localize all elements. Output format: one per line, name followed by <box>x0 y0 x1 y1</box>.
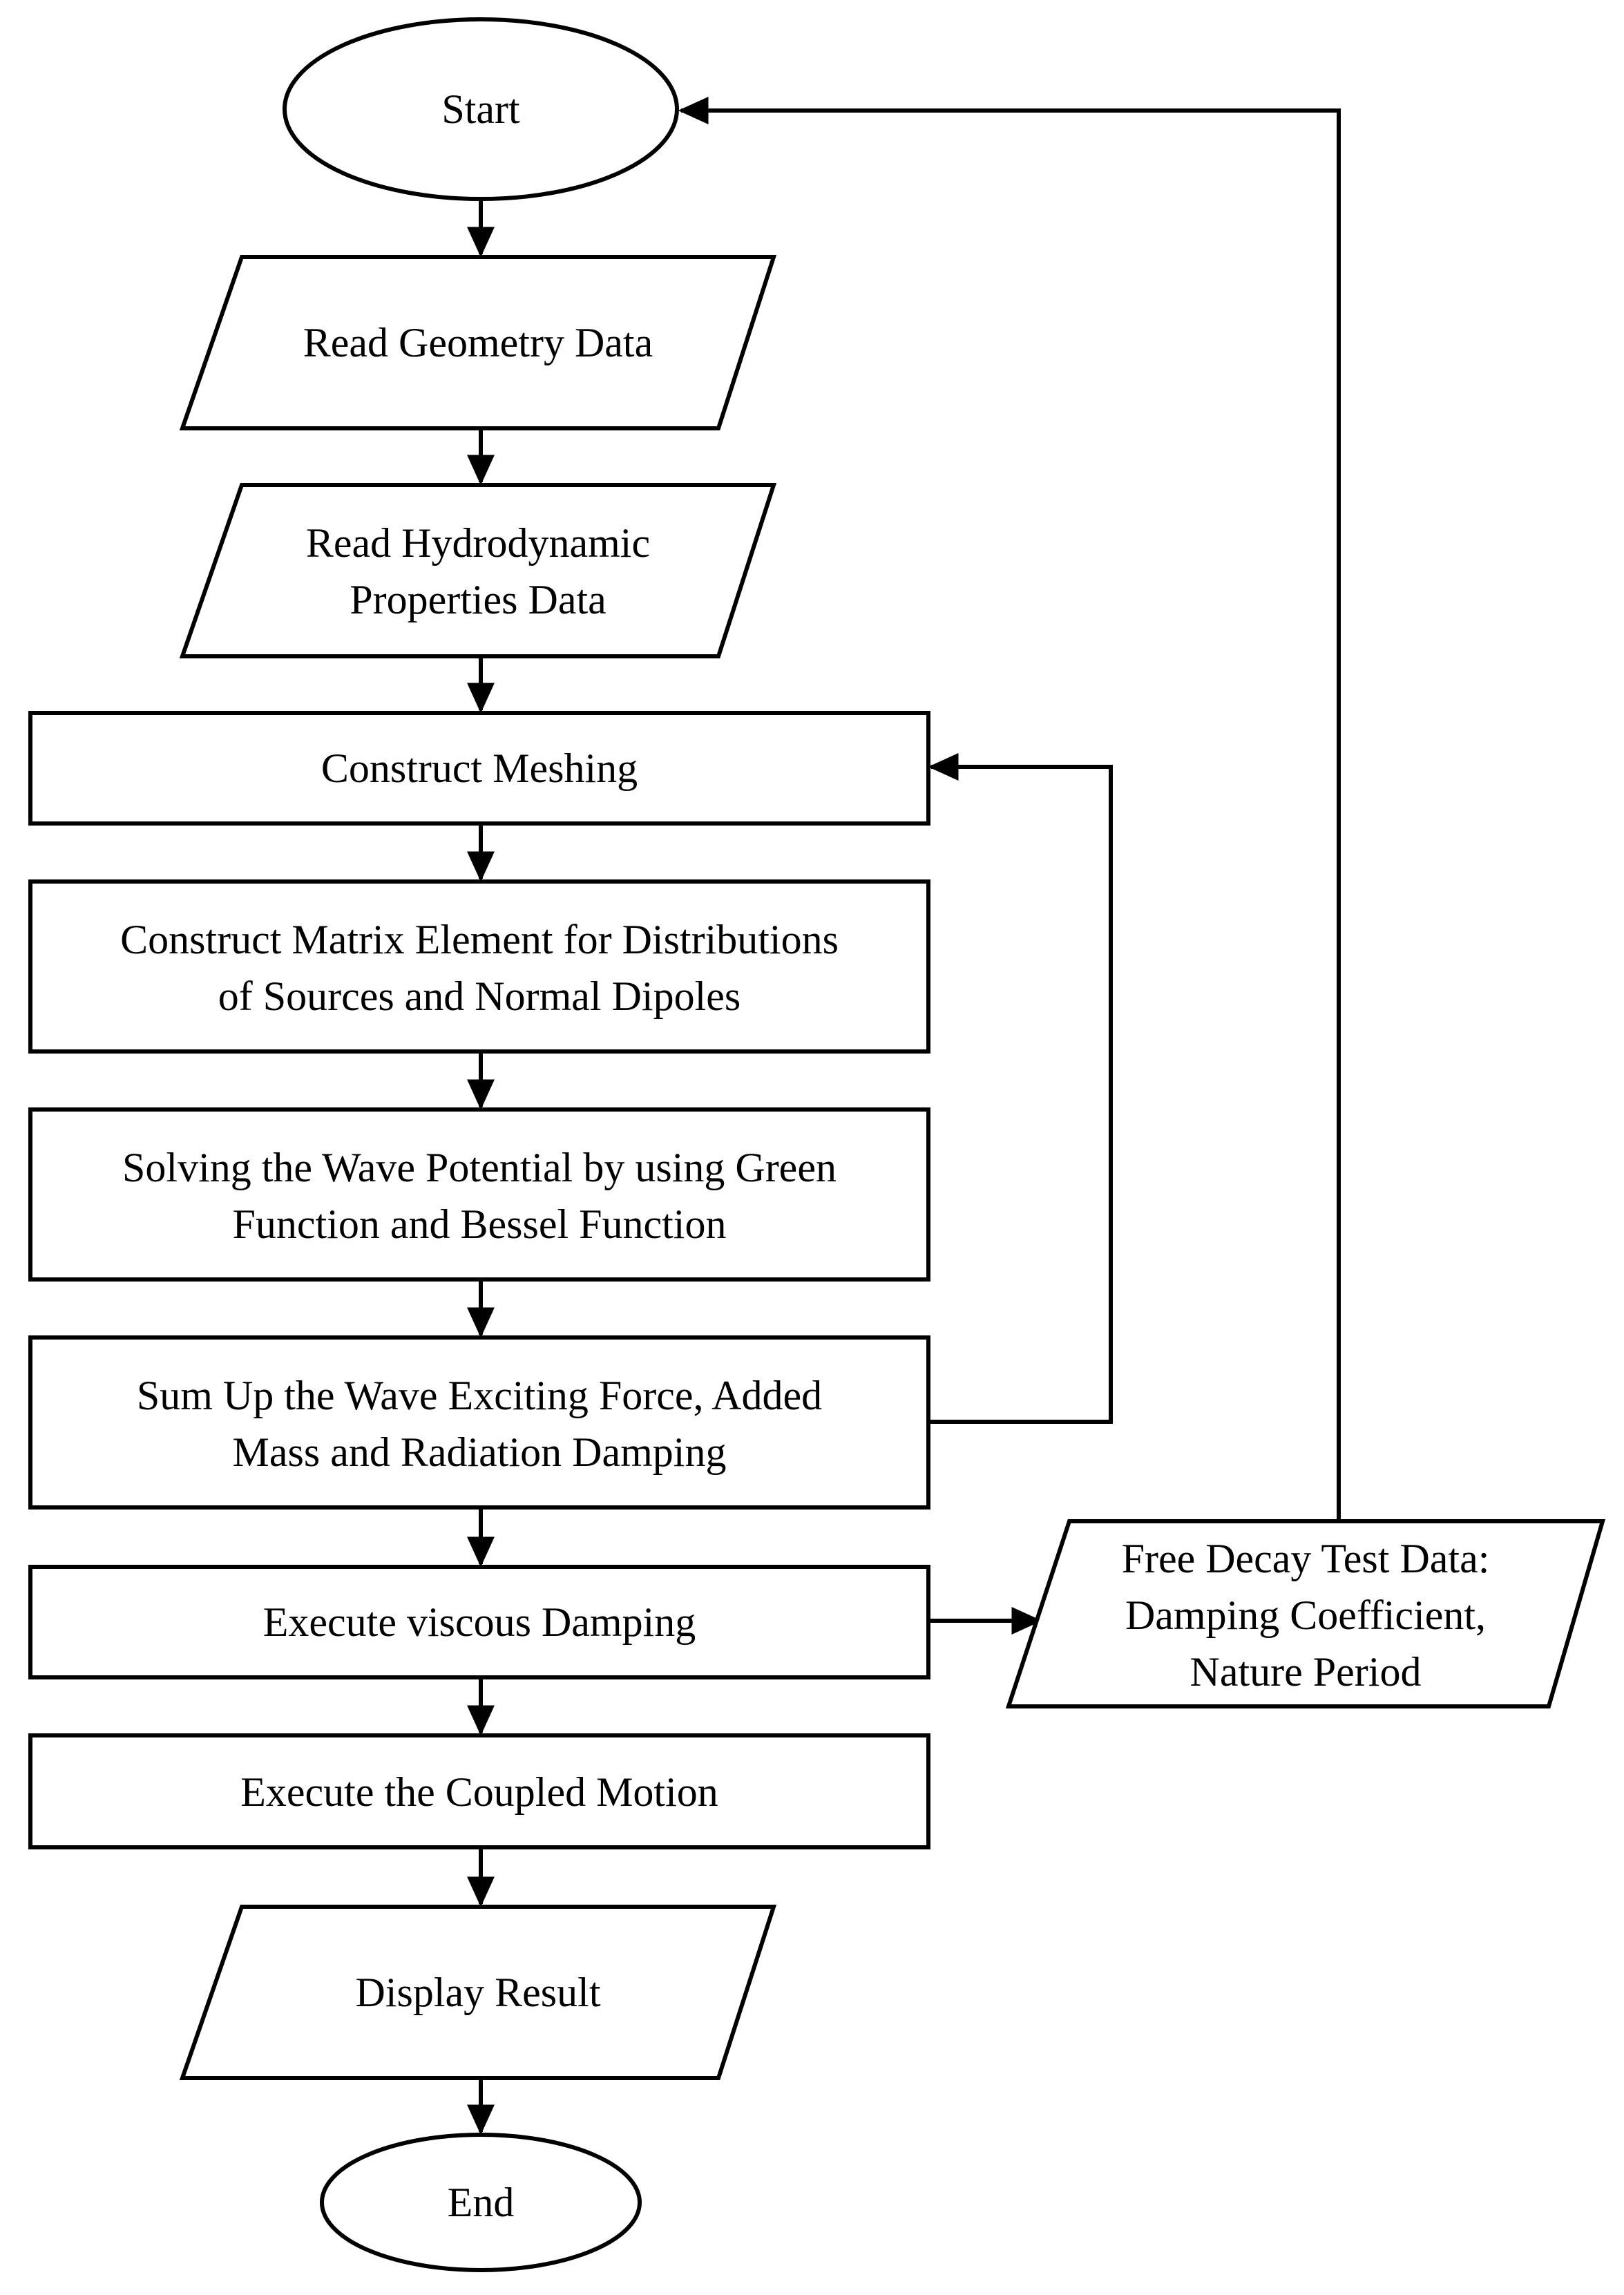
sum-up-label-line1: Sum Up the Wave Exciting Force, Added <box>137 1373 822 1418</box>
construct-matrix-label-line1: Construct Matrix Element for Distributio… <box>120 917 839 962</box>
connectors <box>467 97 1341 2135</box>
coupled-motion-node: Execute the Coupled Motion <box>28 1733 930 1849</box>
edge-free-decay-to-start <box>678 97 1341 1521</box>
display-result-node: Display Result <box>179 1905 777 2080</box>
free-decay-label-line2: Damping Coefficient, <box>1125 1592 1486 1638</box>
start-node: Start <box>283 17 679 201</box>
coupled-motion-label: Execute the Coupled Motion <box>240 1769 718 1815</box>
construct-matrix-label-line2: of Sources and Normal Dipoles <box>218 973 741 1019</box>
solve-wave-label-line2: Function and Bessel Function <box>233 1201 727 1247</box>
read-geometry-node: Read Geometry Data <box>179 255 777 430</box>
construct-meshing-node: Construct Meshing <box>28 711 930 826</box>
read-hydro-label-line2: Properties Data <box>350 577 606 622</box>
free-decay-label-line1: Free Decay Test Data: <box>1122 1536 1490 1581</box>
solve-wave-node: Solving the Wave Potential by using Gree… <box>28 1107 930 1282</box>
start-label: Start <box>441 86 520 132</box>
edge-sum-up-loop-to-construct-meshing <box>928 753 1113 1424</box>
free-decay-node: Free Decay Test Data: Damping Coefficien… <box>1005 1519 1605 1708</box>
construct-meshing-label: Construct Meshing <box>321 745 638 791</box>
sum-up-node: Sum Up the Wave Exciting Force, Added Ma… <box>28 1335 930 1510</box>
read-hydro-label-line1: Read Hydrodynamic <box>306 520 650 566</box>
sum-up-label-line2: Mass and Radiation Damping <box>233 1429 727 1475</box>
end-label: End <box>448 2180 515 2225</box>
display-result-label: Display Result <box>356 1970 601 2015</box>
construct-matrix-node: Construct Matrix Element for Distributio… <box>28 879 930 1054</box>
solve-wave-label-line1: Solving the Wave Potential by using Gree… <box>122 1145 837 1190</box>
end-node: End <box>320 2133 642 2272</box>
read-hydro-node: Read Hydrodynamic Properties Data <box>179 483 777 658</box>
read-geometry-label: Read Geometry Data <box>303 320 653 365</box>
free-decay-label-line3: Nature Period <box>1190 1649 1422 1695</box>
viscous-damping-label: Execute viscous Damping <box>263 1599 696 1645</box>
viscous-damping-node: Execute viscous Damping <box>28 1565 930 1679</box>
